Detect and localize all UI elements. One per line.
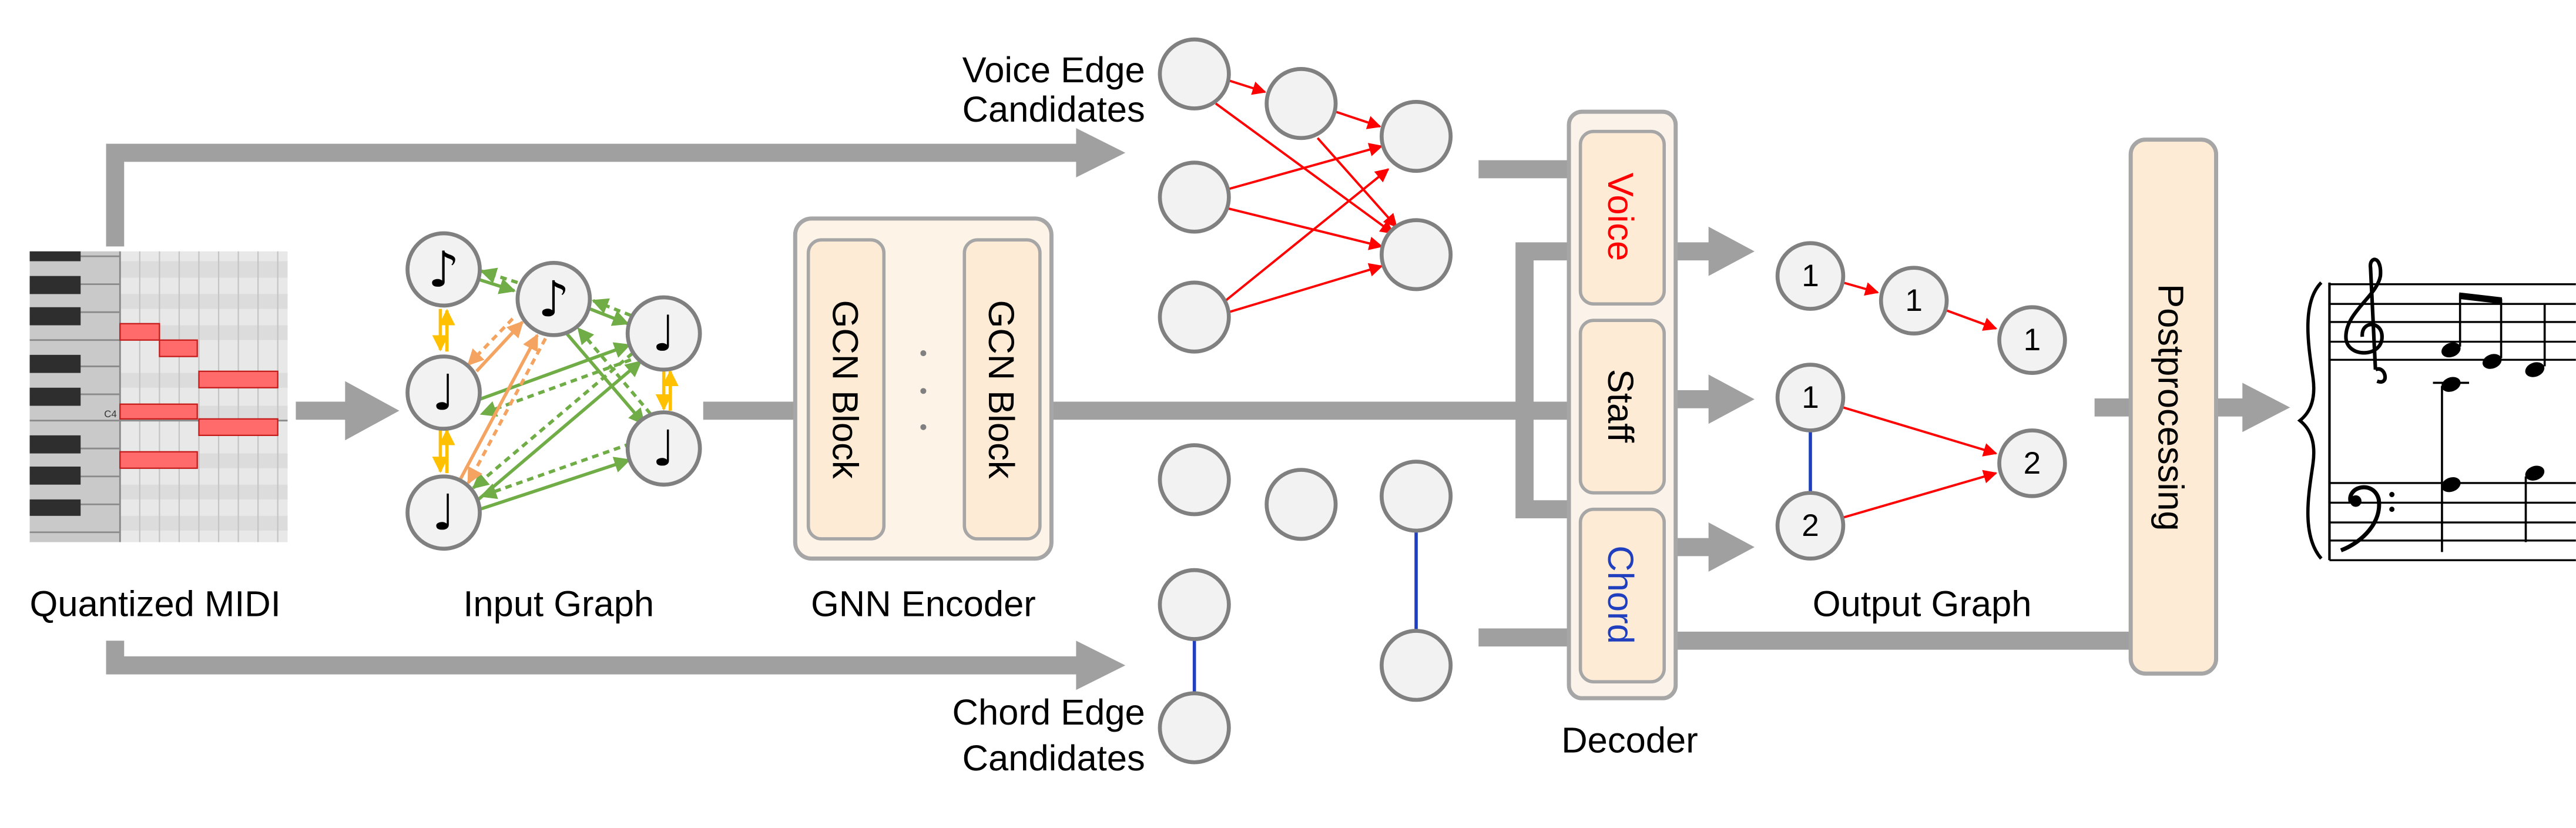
treble-clef-icon — [2344, 257, 2387, 384]
output-node-label: 2 — [2024, 446, 2041, 481]
arrowhead-icon — [345, 381, 400, 441]
chord-candidate-node — [1379, 460, 1453, 533]
midi-note — [119, 403, 198, 420]
midi-note — [198, 370, 279, 388]
voice-candidate-node — [1264, 67, 1338, 140]
chord-edge-candidates — [1158, 443, 1453, 765]
voice-candidate-node — [1158, 37, 1231, 110]
quantized-midi-label: Quantized MIDI — [30, 584, 281, 624]
midi-note — [159, 339, 198, 357]
bottom-skip-arrow — [106, 641, 1085, 675]
quarter-note-icon: ♩ — [652, 305, 676, 363]
gnn-encoder: GCN Block GCN Block — [793, 216, 1054, 561]
chord-candidates-label-2: Candidates — [962, 738, 1145, 779]
top-skip-arrow — [106, 143, 1085, 247]
decoder: Voice Staff Chord — [1567, 109, 1678, 700]
output-node-label: 1 — [1905, 283, 1923, 318]
gcn-block-1-label: GCN Block — [825, 300, 866, 478]
output-node-label: 1 — [2024, 323, 2041, 357]
input-node — [625, 410, 702, 487]
black-keys — [29, 251, 81, 516]
decoder-branch-line — [1515, 242, 1581, 519]
output-node-label: 1 — [1802, 259, 1819, 293]
gcn-block-1 — [806, 238, 886, 541]
ellipsis-dots — [920, 350, 927, 430]
chord-candidate-node — [1158, 443, 1231, 517]
output-node — [1775, 491, 1846, 561]
chord-candidate-node — [1158, 568, 1231, 641]
staff-head-label: Staff — [1600, 369, 1641, 443]
quarter-note-icon: ♩ — [432, 364, 455, 421]
chord-candidate-node — [1158, 691, 1231, 765]
c4-label: C4 — [104, 408, 116, 420]
output-node — [1997, 428, 2067, 498]
bass-staff — [2329, 482, 2576, 561]
chord-candidates-label-1: Chord Edge — [952, 692, 1145, 733]
bass-clef-icon — [2340, 485, 2382, 552]
output-graph: 1 1 1 1 2 2 — [1775, 241, 2067, 561]
chord-head-label: Chord — [1600, 545, 1641, 644]
output-node-label: 1 — [1802, 380, 1819, 415]
arrowhead-icon — [1076, 641, 1126, 690]
input-node — [405, 231, 482, 308]
output-node — [1879, 266, 1949, 336]
postprocessing-block: Postprocessing — [2128, 138, 2219, 676]
postprocessing-label: Postprocessing — [2151, 284, 2191, 531]
voice-head — [1578, 129, 1666, 306]
midi-note — [198, 418, 279, 436]
voice-candidate-node — [1379, 99, 1453, 173]
score-notes — [2441, 342, 2545, 492]
staff-head — [1578, 319, 1666, 495]
voice-candidates-label-2: Candidates — [962, 89, 1145, 130]
output-node-label: 2 — [1802, 508, 1819, 543]
brace-icon — [2297, 281, 2323, 560]
gcn-block-2-label: GCN Block — [981, 300, 1021, 478]
output-node — [1775, 241, 1846, 311]
chord-head — [1578, 507, 1666, 683]
voice-head-label: Voice — [1600, 173, 1641, 261]
voice-candidate-node — [1379, 218, 1453, 291]
voice-candidate-node — [1158, 160, 1231, 234]
eighth-note-icon: ♪ — [538, 270, 570, 328]
arrowhead-icon — [2242, 383, 2290, 433]
arrowhead-icon — [1708, 226, 1755, 572]
chord-candidate-node — [1264, 468, 1338, 541]
midi-note — [119, 451, 198, 469]
gnn-encoder-label: GNN Encoder — [811, 584, 1036, 624]
input-node — [405, 354, 482, 431]
output-node — [1997, 305, 2067, 375]
arrowhead-icon — [1076, 128, 1126, 177]
quarter-note-icon: ♩ — [432, 484, 455, 541]
input-graph-label: Input Graph — [463, 584, 654, 624]
input-node — [405, 474, 482, 551]
music-score — [2297, 257, 2576, 561]
midi-notes — [119, 323, 279, 469]
input-node — [515, 260, 592, 337]
quarter-note-icon: ♩ — [652, 420, 676, 477]
midi-note — [119, 323, 160, 341]
output-node — [1775, 363, 1846, 433]
voice-candidate-node — [1158, 280, 1231, 354]
gcn-block-2 — [962, 238, 1042, 541]
chord-candidate-node — [1379, 629, 1453, 702]
voice-edge-candidates — [1158, 37, 1453, 354]
output-graph-label: Output Graph — [1813, 584, 2032, 624]
eighth-note-icon: ♪ — [428, 240, 459, 298]
decoder-label: Decoder — [1561, 720, 1698, 760]
voice-candidates-label-1: Voice Edge — [962, 50, 1145, 90]
piano-roll: C4 — [29, 251, 288, 542]
input-graph: ♪ ♪ ♩ ♩ ♩ ♩ — [405, 231, 702, 551]
input-node — [625, 295, 702, 372]
